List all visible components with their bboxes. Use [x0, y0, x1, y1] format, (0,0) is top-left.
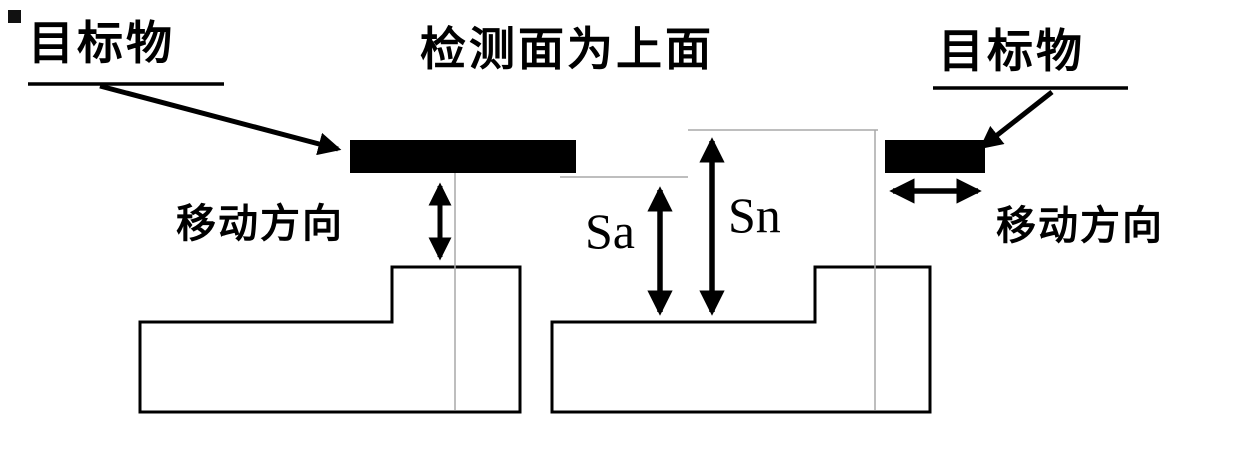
move-direction-left-label: 移动方向: [176, 202, 344, 246]
sa-label: Sa: [585, 203, 635, 259]
move-direction-right-label: 移动方向: [996, 204, 1164, 248]
left-sensor-block: [138, 265, 522, 414]
sn-label: Sn: [728, 187, 781, 243]
right-sensor-block: [550, 265, 932, 414]
target-right-pointer-arrow: [979, 90, 1054, 150]
detection-surface-label: 检测面为上面: [420, 23, 714, 75]
corner-artifact-mark: [8, 10, 21, 23]
left-target-bar: [350, 140, 576, 173]
right-target-bar: [885, 140, 985, 173]
target-left-label: 目标物: [28, 17, 175, 69]
target-left-pointer-arrow: [99, 83, 342, 156]
target-right-label: 目标物: [938, 25, 1085, 77]
